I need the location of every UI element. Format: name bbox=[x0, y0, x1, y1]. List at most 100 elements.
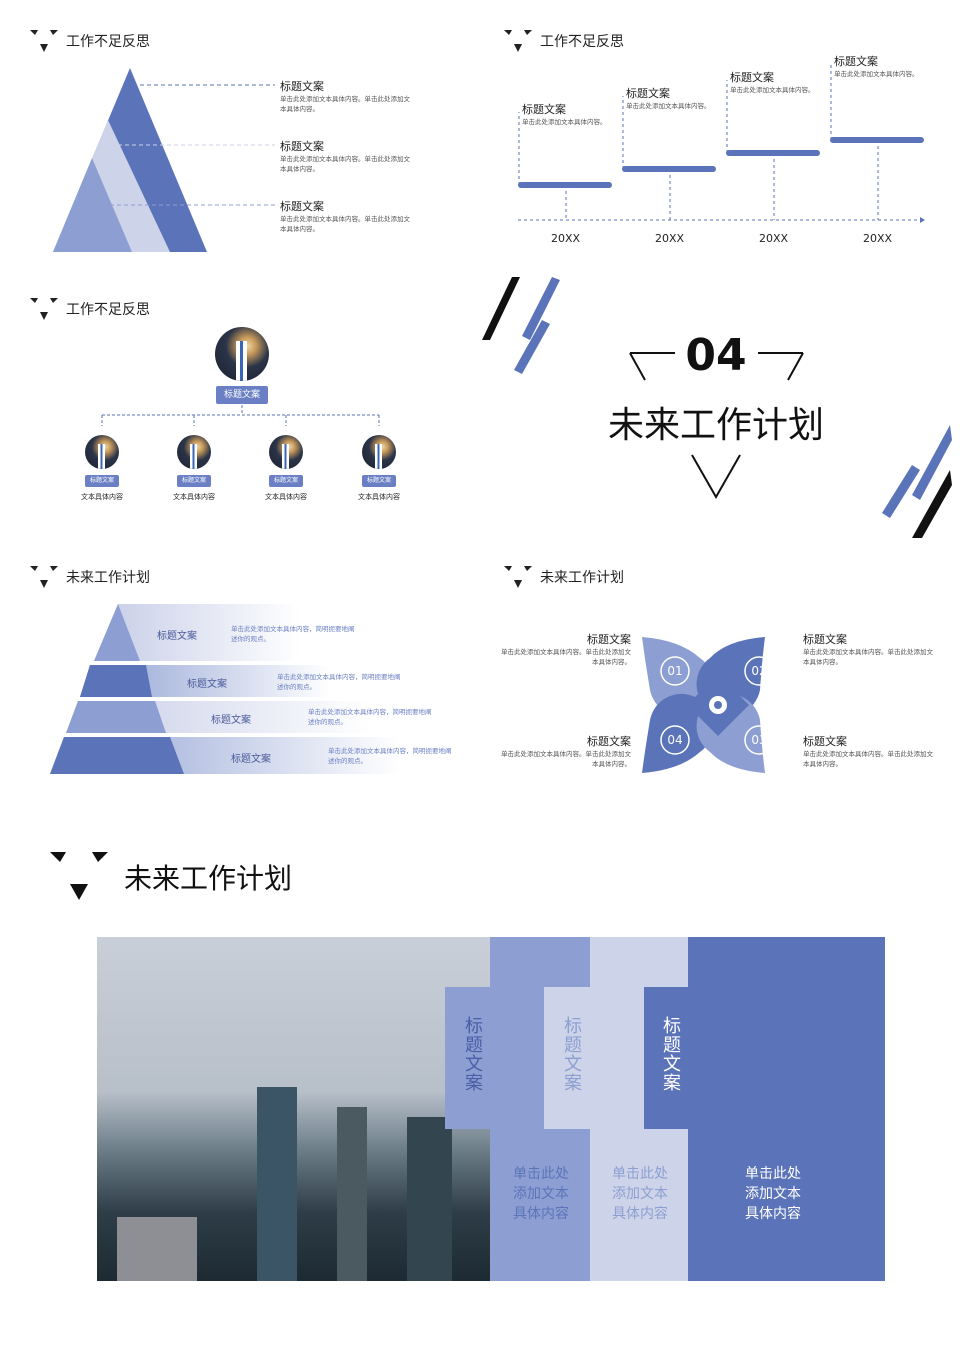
layer-title: 标题文案 bbox=[187, 679, 227, 690]
step-desc: 单击此处添加文本具体内容。 bbox=[834, 70, 919, 78]
item-title: 标题文案 bbox=[280, 80, 324, 93]
item-desc: 单击此处添加文本具体内容。单击此处添加文本具体内容。 bbox=[280, 215, 410, 233]
text-line: 具体内容 bbox=[745, 1206, 801, 1222]
column-card-1 bbox=[445, 987, 490, 1129]
root-label: 标题文案 bbox=[216, 386, 268, 404]
petal-diagram bbox=[642, 637, 774, 773]
item: 标题文案单击此处添加文本具体内容。单击此处添加文本具体内容。 bbox=[803, 733, 934, 769]
step-title: 标题文案 bbox=[626, 87, 670, 100]
item-title: 标题文案 bbox=[280, 200, 324, 213]
header-mark-icon bbox=[504, 30, 532, 52]
step: 标题文案单击此处添加文本具体内容。 bbox=[522, 101, 652, 127]
city-photo bbox=[97, 937, 491, 1281]
text-line: 添加文本 bbox=[513, 1186, 569, 1202]
year-label: 20XX bbox=[759, 232, 789, 245]
step-desc: 单击此处添加文本具体内容。 bbox=[626, 102, 711, 110]
column-title: 标题文案 bbox=[660, 1016, 681, 1092]
item: 标题文案单击此处添加文本具体内容。单击此处添加文本具体内容。 bbox=[500, 631, 631, 667]
step: 标题文案单击此处添加文本具体内容。 bbox=[834, 53, 960, 79]
item: 标题文案单击此处添加文本具体内容。单击此处添加文本具体内容。 bbox=[500, 733, 631, 769]
section-divider-04[interactable]: 04 未来工作计划 bbox=[480, 270, 960, 540]
text-line: 单击此处 bbox=[612, 1166, 668, 1182]
item: 标题文案单击此处添加文本具体内容。单击此处添加文本具体内容。 bbox=[280, 138, 410, 174]
layer-desc: 单击此处添加文本具体内容，简明扼要地阐述你的观点。 bbox=[231, 625, 355, 643]
column-bg-3 bbox=[688, 937, 885, 1281]
year-label: 20XX bbox=[863, 232, 893, 245]
slide-title: 工作不足反思 bbox=[66, 302, 150, 318]
column-title: 标题文案 bbox=[561, 1016, 582, 1092]
column-card-3 bbox=[644, 987, 688, 1129]
timeline-graphic bbox=[518, 64, 925, 223]
avatar bbox=[85, 435, 119, 469]
layer-title: 标题文案 bbox=[231, 754, 271, 765]
text-line: 单击此处 bbox=[745, 1166, 801, 1182]
step-title: 标题文案 bbox=[730, 71, 774, 84]
column-card-2 bbox=[544, 987, 590, 1129]
text-line: 单击此处 bbox=[513, 1166, 569, 1182]
year-label: 20XX bbox=[551, 232, 581, 245]
header-mark-icon bbox=[30, 298, 58, 320]
petal-number: 03 bbox=[751, 733, 767, 747]
item: 标题文案单击此处添加文本具体内容。单击此处添加文本具体内容。 bbox=[280, 78, 410, 114]
step: 标题文案单击此处添加文本具体内容。 bbox=[626, 85, 756, 111]
column-text: 单击此处添加文本具体内容 bbox=[513, 1164, 569, 1224]
slide-reflection-org[interactable]: 工作不足反思 标题文案 标题文案 标题文案 标题文案 标题文案 文本具体内容 文… bbox=[0, 270, 480, 540]
slide-reflection-pyramid[interactable]: 工作不足反思 标题文案单击此处添加文本具体内容。单击此处添加文本具体内容。 标题… bbox=[0, 0, 480, 270]
item-title: 标题文案 bbox=[587, 735, 631, 748]
slide-plan-pyramid[interactable]: 未来工作计划 标题文案 标题文案 标题文案 标题文案 单击此处添加文本具体内容，… bbox=[0, 540, 480, 810]
column-title: 标题文案 bbox=[462, 1016, 483, 1092]
avatar bbox=[177, 435, 211, 469]
layer-title: 标题文案 bbox=[211, 715, 251, 726]
step-desc: 单击此处添加文本具体内容。 bbox=[730, 86, 815, 94]
step-title: 标题文案 bbox=[522, 103, 566, 116]
child-text: 文本具体内容 bbox=[358, 493, 400, 501]
petal-number: 02 bbox=[751, 664, 767, 678]
slide-plan-petals[interactable]: 未来工作计划 01 02 03 04 标题文案单击此处添加文本具体内容。单击此处… bbox=[480, 540, 960, 810]
text-line: 添加文本 bbox=[745, 1186, 801, 1202]
item-desc: 单击此处添加文本具体内容。单击此处添加文本具体内容。 bbox=[501, 750, 631, 768]
child-label: 标题文案 bbox=[362, 475, 396, 487]
slide-title: 工作不足反思 bbox=[540, 34, 624, 50]
slide-plan-columns[interactable]: 未来工作计划 标题文案 标题文案 标题文案 单击此处添加文本具体内容 单击此处添… bbox=[0, 810, 960, 1352]
section-number: 04 bbox=[685, 330, 747, 381]
slide-reflection-timeline[interactable]: 工作不足反思 标题文案单击此处添加文本具体内容。 标题文案单击此处添加文本具体内… bbox=[480, 0, 960, 270]
text-line: 具体内容 bbox=[513, 1206, 569, 1222]
child-label: 标题文案 bbox=[85, 475, 119, 487]
child-text: 文本具体内容 bbox=[81, 493, 123, 501]
layer-desc: 单击此处添加文本具体内容，简明扼要地阐述你的观点。 bbox=[328, 747, 452, 765]
header-mark-icon bbox=[504, 566, 532, 588]
step: 标题文案单击此处添加文本具体内容。 bbox=[730, 69, 860, 95]
column-text: 单击此处添加文本具体内容 bbox=[745, 1164, 801, 1224]
item: 标题文案单击此处添加文本具体内容。单击此处添加文本具体内容。 bbox=[280, 198, 410, 234]
item-title: 标题文案 bbox=[280, 140, 324, 153]
item-desc: 单击此处添加文本具体内容。单击此处添加文本具体内容。 bbox=[280, 95, 410, 113]
petal-number: 04 bbox=[667, 733, 683, 747]
avatar bbox=[362, 435, 396, 469]
item: 标题文案单击此处添加文本具体内容。单击此处添加文本具体内容。 bbox=[803, 631, 934, 667]
avatar bbox=[269, 435, 303, 469]
year-label: 20XX bbox=[655, 232, 685, 245]
stripe-decoration bbox=[482, 277, 952, 538]
triangle-chart bbox=[53, 68, 275, 252]
avatar bbox=[215, 327, 269, 381]
child-text: 文本具体内容 bbox=[173, 493, 215, 501]
text-line: 添加文本 bbox=[612, 1186, 668, 1202]
header-mark-icon bbox=[50, 852, 108, 900]
layer-title: 标题文案 bbox=[157, 631, 197, 642]
step-desc: 单击此处添加文本具体内容。 bbox=[522, 118, 607, 126]
column-text: 单击此处添加文本具体内容 bbox=[612, 1164, 668, 1224]
item-title: 标题文案 bbox=[803, 735, 847, 748]
item-desc: 单击此处添加文本具体内容。单击此处添加文本具体内容。 bbox=[280, 155, 410, 173]
layer-desc: 单击此处添加文本具体内容，简明扼要地阐述你的观点。 bbox=[308, 708, 432, 726]
header-mark-icon bbox=[30, 30, 58, 52]
slide-title: 未来工作计划 bbox=[66, 570, 150, 586]
pyramid-chart bbox=[50, 604, 400, 774]
slide-title: 未来工作计划 bbox=[540, 570, 624, 586]
section-title: 未来工作计划 bbox=[607, 405, 824, 446]
slide-title: 未来工作计划 bbox=[124, 862, 293, 895]
child-text: 文本具体内容 bbox=[265, 493, 307, 501]
item-desc: 单击此处添加文本具体内容。单击此处添加文本具体内容。 bbox=[501, 648, 631, 666]
layer-desc: 单击此处添加文本具体内容，简明扼要地阐述你的观点。 bbox=[277, 673, 401, 691]
item-desc: 单击此处添加文本具体内容。单击此处添加文本具体内容。 bbox=[803, 648, 933, 666]
item-title: 标题文案 bbox=[803, 633, 847, 646]
